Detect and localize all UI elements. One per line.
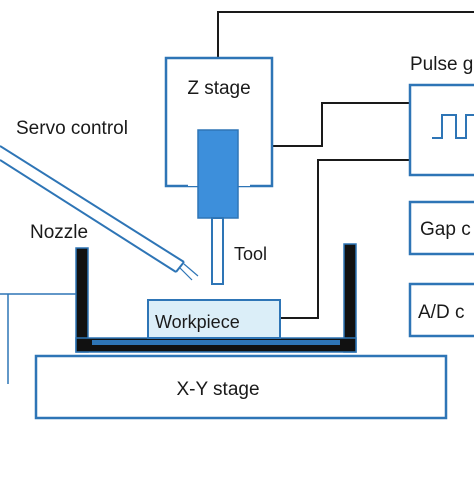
pulse-generator-label: Pulse g	[410, 54, 473, 75]
ad-converter-box	[408, 282, 474, 338]
tool-holder	[197, 129, 239, 219]
xy-stage-box	[34, 354, 448, 420]
tank-left-wall	[75, 247, 89, 353]
wire-z-stage-top	[217, 11, 474, 58]
pulse-waveform	[432, 114, 474, 139]
workpiece-label: Workpiece	[155, 312, 240, 332]
coolant-stream-2	[183, 263, 199, 277]
wiring	[217, 11, 474, 319]
nozzle-label: Nozzle	[30, 222, 88, 243]
wire-tool-pulse	[237, 102, 410, 147]
z-stage-label: Z stage	[187, 78, 250, 99]
nozzle-tube	[0, 145, 199, 281]
tank-inner-floor	[92, 340, 340, 345]
tool-label: Tool	[234, 244, 267, 264]
gap-control-box	[408, 200, 474, 256]
workpiece-box	[147, 299, 281, 339]
coolant-stream-1	[179, 267, 193, 281]
xy-stage-label: X-Y stage	[176, 379, 259, 400]
servo-control-label: Servo control	[16, 118, 128, 139]
ad-converter-label: A/D c	[418, 302, 464, 323]
gap-control-label: Gap c	[420, 219, 471, 240]
tank-right-wall	[343, 243, 357, 353]
wire-workpiece-pulse	[280, 159, 410, 319]
tool-electrode	[211, 217, 224, 285]
